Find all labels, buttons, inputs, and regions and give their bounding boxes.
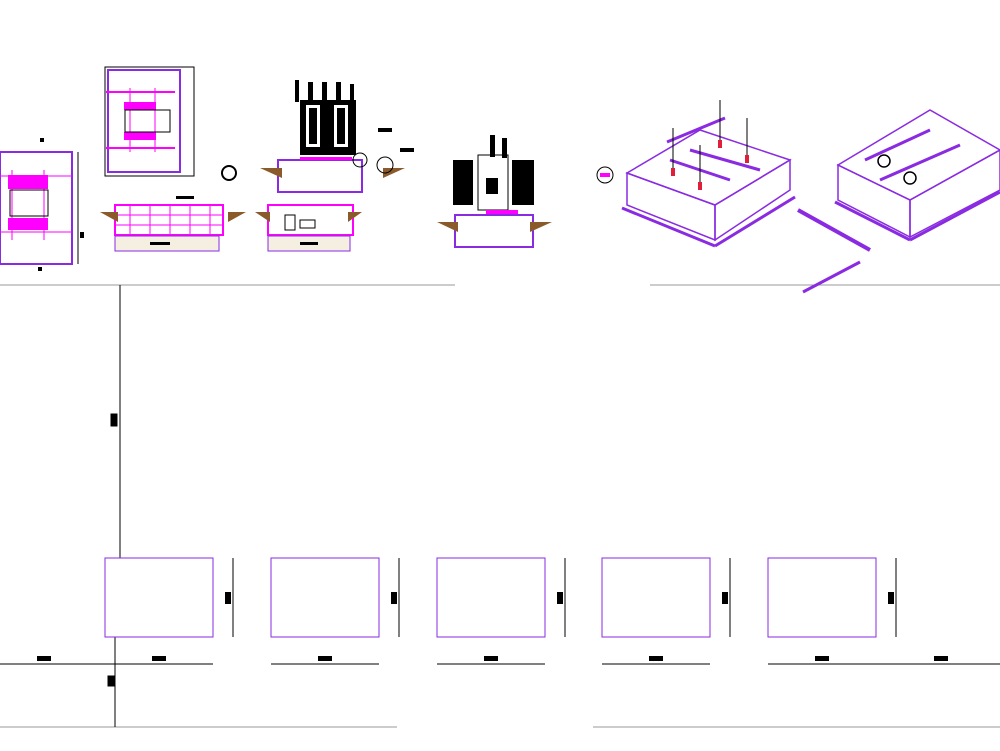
foundation-pad [37, 557, 234, 665]
foundation-pad [601, 557, 731, 665]
separator-rules [0, 284, 1000, 728]
isometric-foundation-right [834, 109, 1000, 242]
foundation-pad [436, 557, 566, 665]
isometric-foundation-left [621, 116, 796, 248]
anchor-bolts [671, 100, 749, 190]
transformer-side-elevation [260, 80, 414, 193]
north-marker-icon [596, 166, 614, 184]
transformer-front-elevation [437, 135, 552, 248]
dimension-lines [0, 285, 121, 727]
foundation-pads [37, 557, 1000, 665]
foundation-pad [270, 557, 400, 665]
foundation-section-b [255, 204, 362, 252]
tank-plan-view [104, 66, 195, 177]
isometric-rails [797, 208, 871, 294]
foundation-section-a [100, 196, 246, 252]
foundation-plan-view [0, 138, 84, 271]
foundation-pad [767, 557, 1000, 665]
section-marker-icon [221, 165, 237, 181]
